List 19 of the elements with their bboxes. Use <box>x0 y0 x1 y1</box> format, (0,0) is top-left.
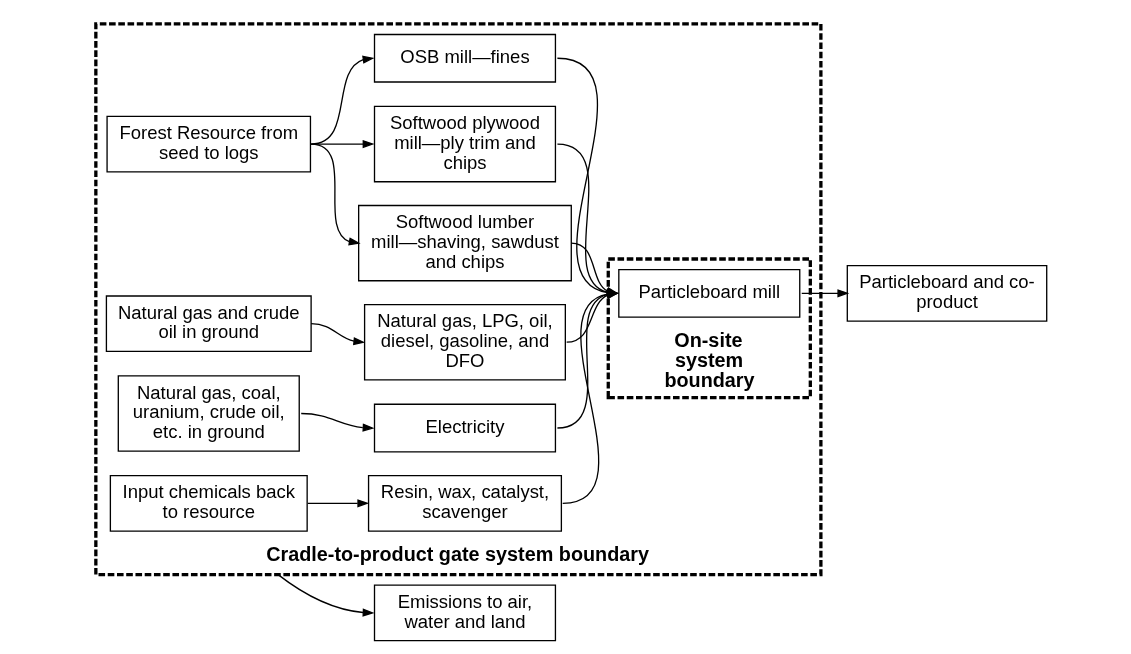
arrow <box>309 323 365 346</box>
node-box: Particleboard and co-product <box>846 264 1047 322</box>
node-box: Particleboard mill <box>617 268 800 318</box>
node-box: Emissions to air, water and land <box>373 584 556 642</box>
node-box: Softwood plywood mill—ply trim and chips <box>373 105 556 183</box>
node-box: OSB mill—fines <box>373 33 556 83</box>
arrow <box>800 289 849 298</box>
node-box: Resin, wax, catalyst, scavenger <box>367 474 562 532</box>
arrow <box>300 412 374 432</box>
node-box: Natural gas, LPG, oil, diesel, gasoline, and DFO <box>363 303 566 381</box>
arrow <box>276 573 374 617</box>
node-box: Natural gas and crude oil in ground <box>105 295 312 353</box>
node-box: Electricity <box>373 403 556 453</box>
arrow <box>306 499 369 508</box>
node-box: Natural gas, coal, uranium, crude oil, etc. in ground <box>117 375 300 452</box>
node-box: Forest Resource from seed to logs <box>105 115 311 173</box>
node-box: Input chemicals back to resource <box>109 474 308 532</box>
node-box: Softwood lumber mill—shaving, sawdust and chips <box>357 204 572 282</box>
arrow <box>309 55 374 145</box>
